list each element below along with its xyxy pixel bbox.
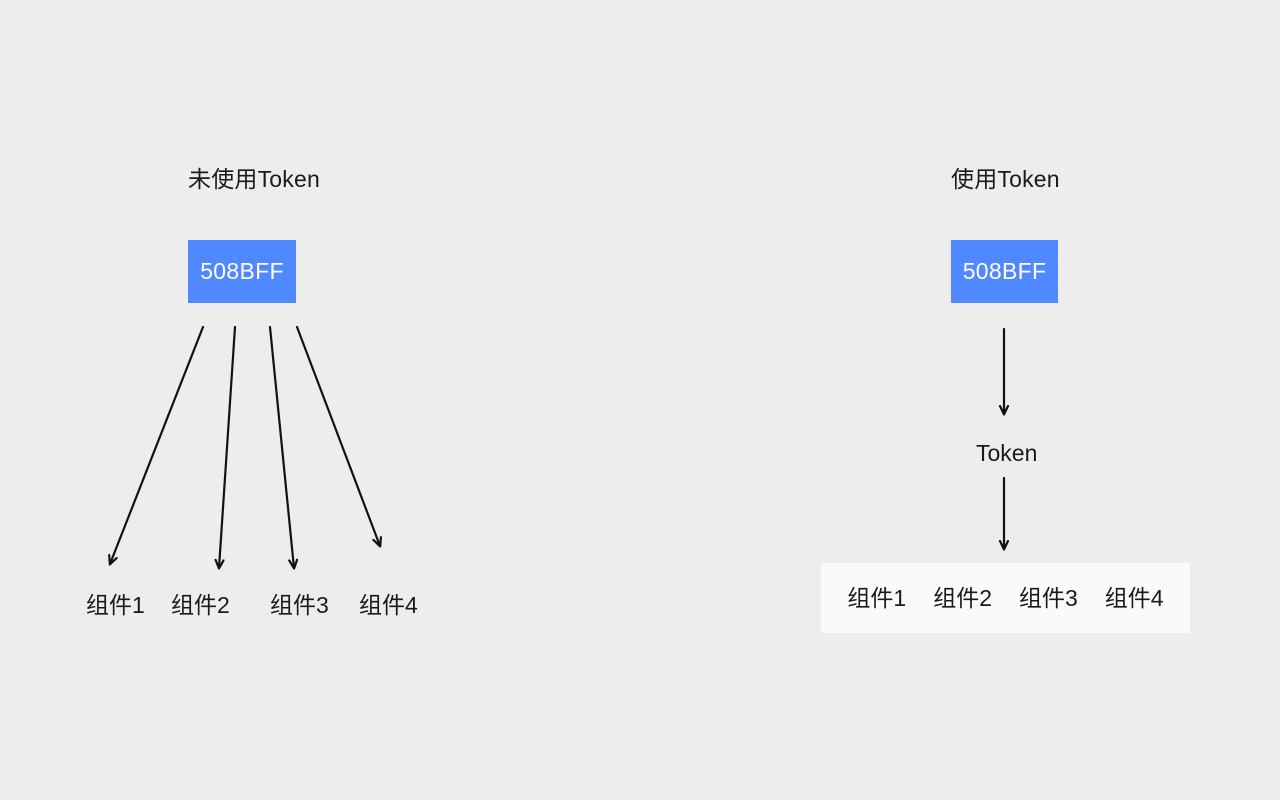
left-component-3[interactable]: 组件3 [270, 592, 329, 618]
right-panel-title: 使用Token [951, 166, 1060, 192]
left-source-box-label: 508BFF [200, 258, 284, 284]
left-component-1[interactable]: 组件1 [86, 592, 145, 618]
left-component-2[interactable]: 组件2 [171, 592, 230, 618]
right-source-box-label: 508BFF [962, 258, 1047, 284]
token-node-label[interactable]: Token [976, 440, 1038, 466]
left-arrow-2 [219, 325, 237, 568]
right-component-2[interactable]: 组件2 [933, 584, 992, 611]
left-arrow-4 [295, 325, 380, 546]
left-arrow-1 [110, 325, 205, 564]
right-component-1[interactable]: 组件1 [847, 584, 907, 611]
right-component-3[interactable]: 组件3 [1019, 584, 1078, 611]
left-panel-title: 未使用Token [188, 166, 320, 192]
right-source-box[interactable]: 508BFF [951, 240, 1058, 303]
left-source-box[interactable]: 508BFF [188, 240, 296, 303]
right-components-group: 组件1 组件2 组件3 组件4 [821, 563, 1190, 633]
left-arrow-3 [268, 325, 294, 568]
left-component-4[interactable]: 组件4 [359, 592, 418, 618]
right-component-4[interactable]: 组件4 [1104, 584, 1164, 611]
